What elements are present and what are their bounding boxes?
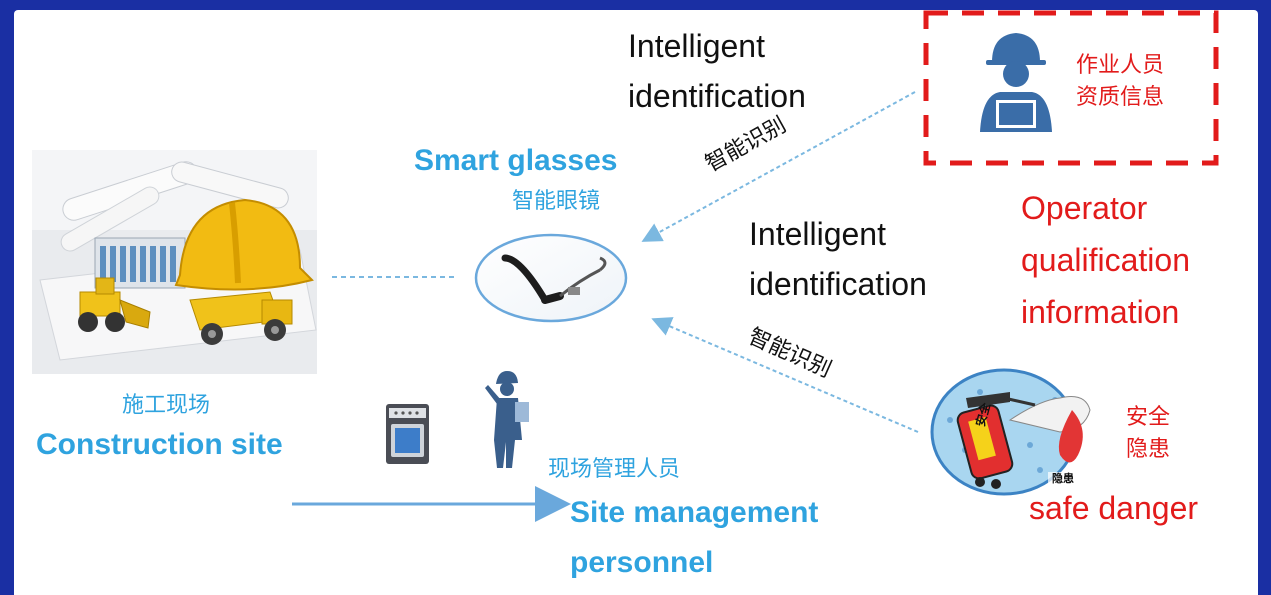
safety-label-zh-line2: 隐患 xyxy=(1126,436,1171,461)
site-manager-label-en-line1: Site management xyxy=(570,496,819,529)
construction-site-illustration xyxy=(32,150,317,374)
construction-site-label-zh: 施工现场 xyxy=(122,392,211,417)
site-manager-label-en-line2: personnel xyxy=(570,546,714,579)
control-panel-icon xyxy=(386,404,429,464)
operator-worker-icon xyxy=(980,33,1052,132)
top-identification-line2: identification xyxy=(628,78,806,114)
smart-glasses-label-zh: 智能眼镜 xyxy=(512,188,601,213)
operator-label-en-line3: information xyxy=(1021,294,1180,330)
smart-glasses-icon xyxy=(474,233,628,323)
safety-label-zh-line1: 安全 xyxy=(1126,404,1171,429)
operator-label-en-line1: Operator xyxy=(1021,190,1148,226)
operator-highlight-box xyxy=(923,10,1219,166)
top-identification-line1: Intelligent xyxy=(628,28,765,64)
operator-to-glasses-arrow xyxy=(641,91,916,242)
site-manager-icon xyxy=(485,371,529,468)
mid-identification-line2: identification xyxy=(749,266,927,302)
fire-extinguisher-safety-icon xyxy=(930,368,1091,496)
operator-label-en-line2: qualification xyxy=(1021,242,1190,278)
operator-label-zh-line1: 作业人员 xyxy=(1076,52,1165,77)
operator-label-zh-line2: 资质信息 xyxy=(1076,84,1165,109)
mid-identification-line1: Intelligent xyxy=(749,216,886,252)
safety-label-en: safe danger xyxy=(1029,490,1199,526)
flame-text: 隐患 xyxy=(1052,473,1074,485)
safety-to-glasses-arrow xyxy=(651,317,919,433)
construction-site-label-en: Construction site xyxy=(36,428,283,461)
smart-glasses-label-en: Smart glasses xyxy=(414,144,618,177)
site-manager-label-zh: 现场管理人员 xyxy=(548,456,681,481)
